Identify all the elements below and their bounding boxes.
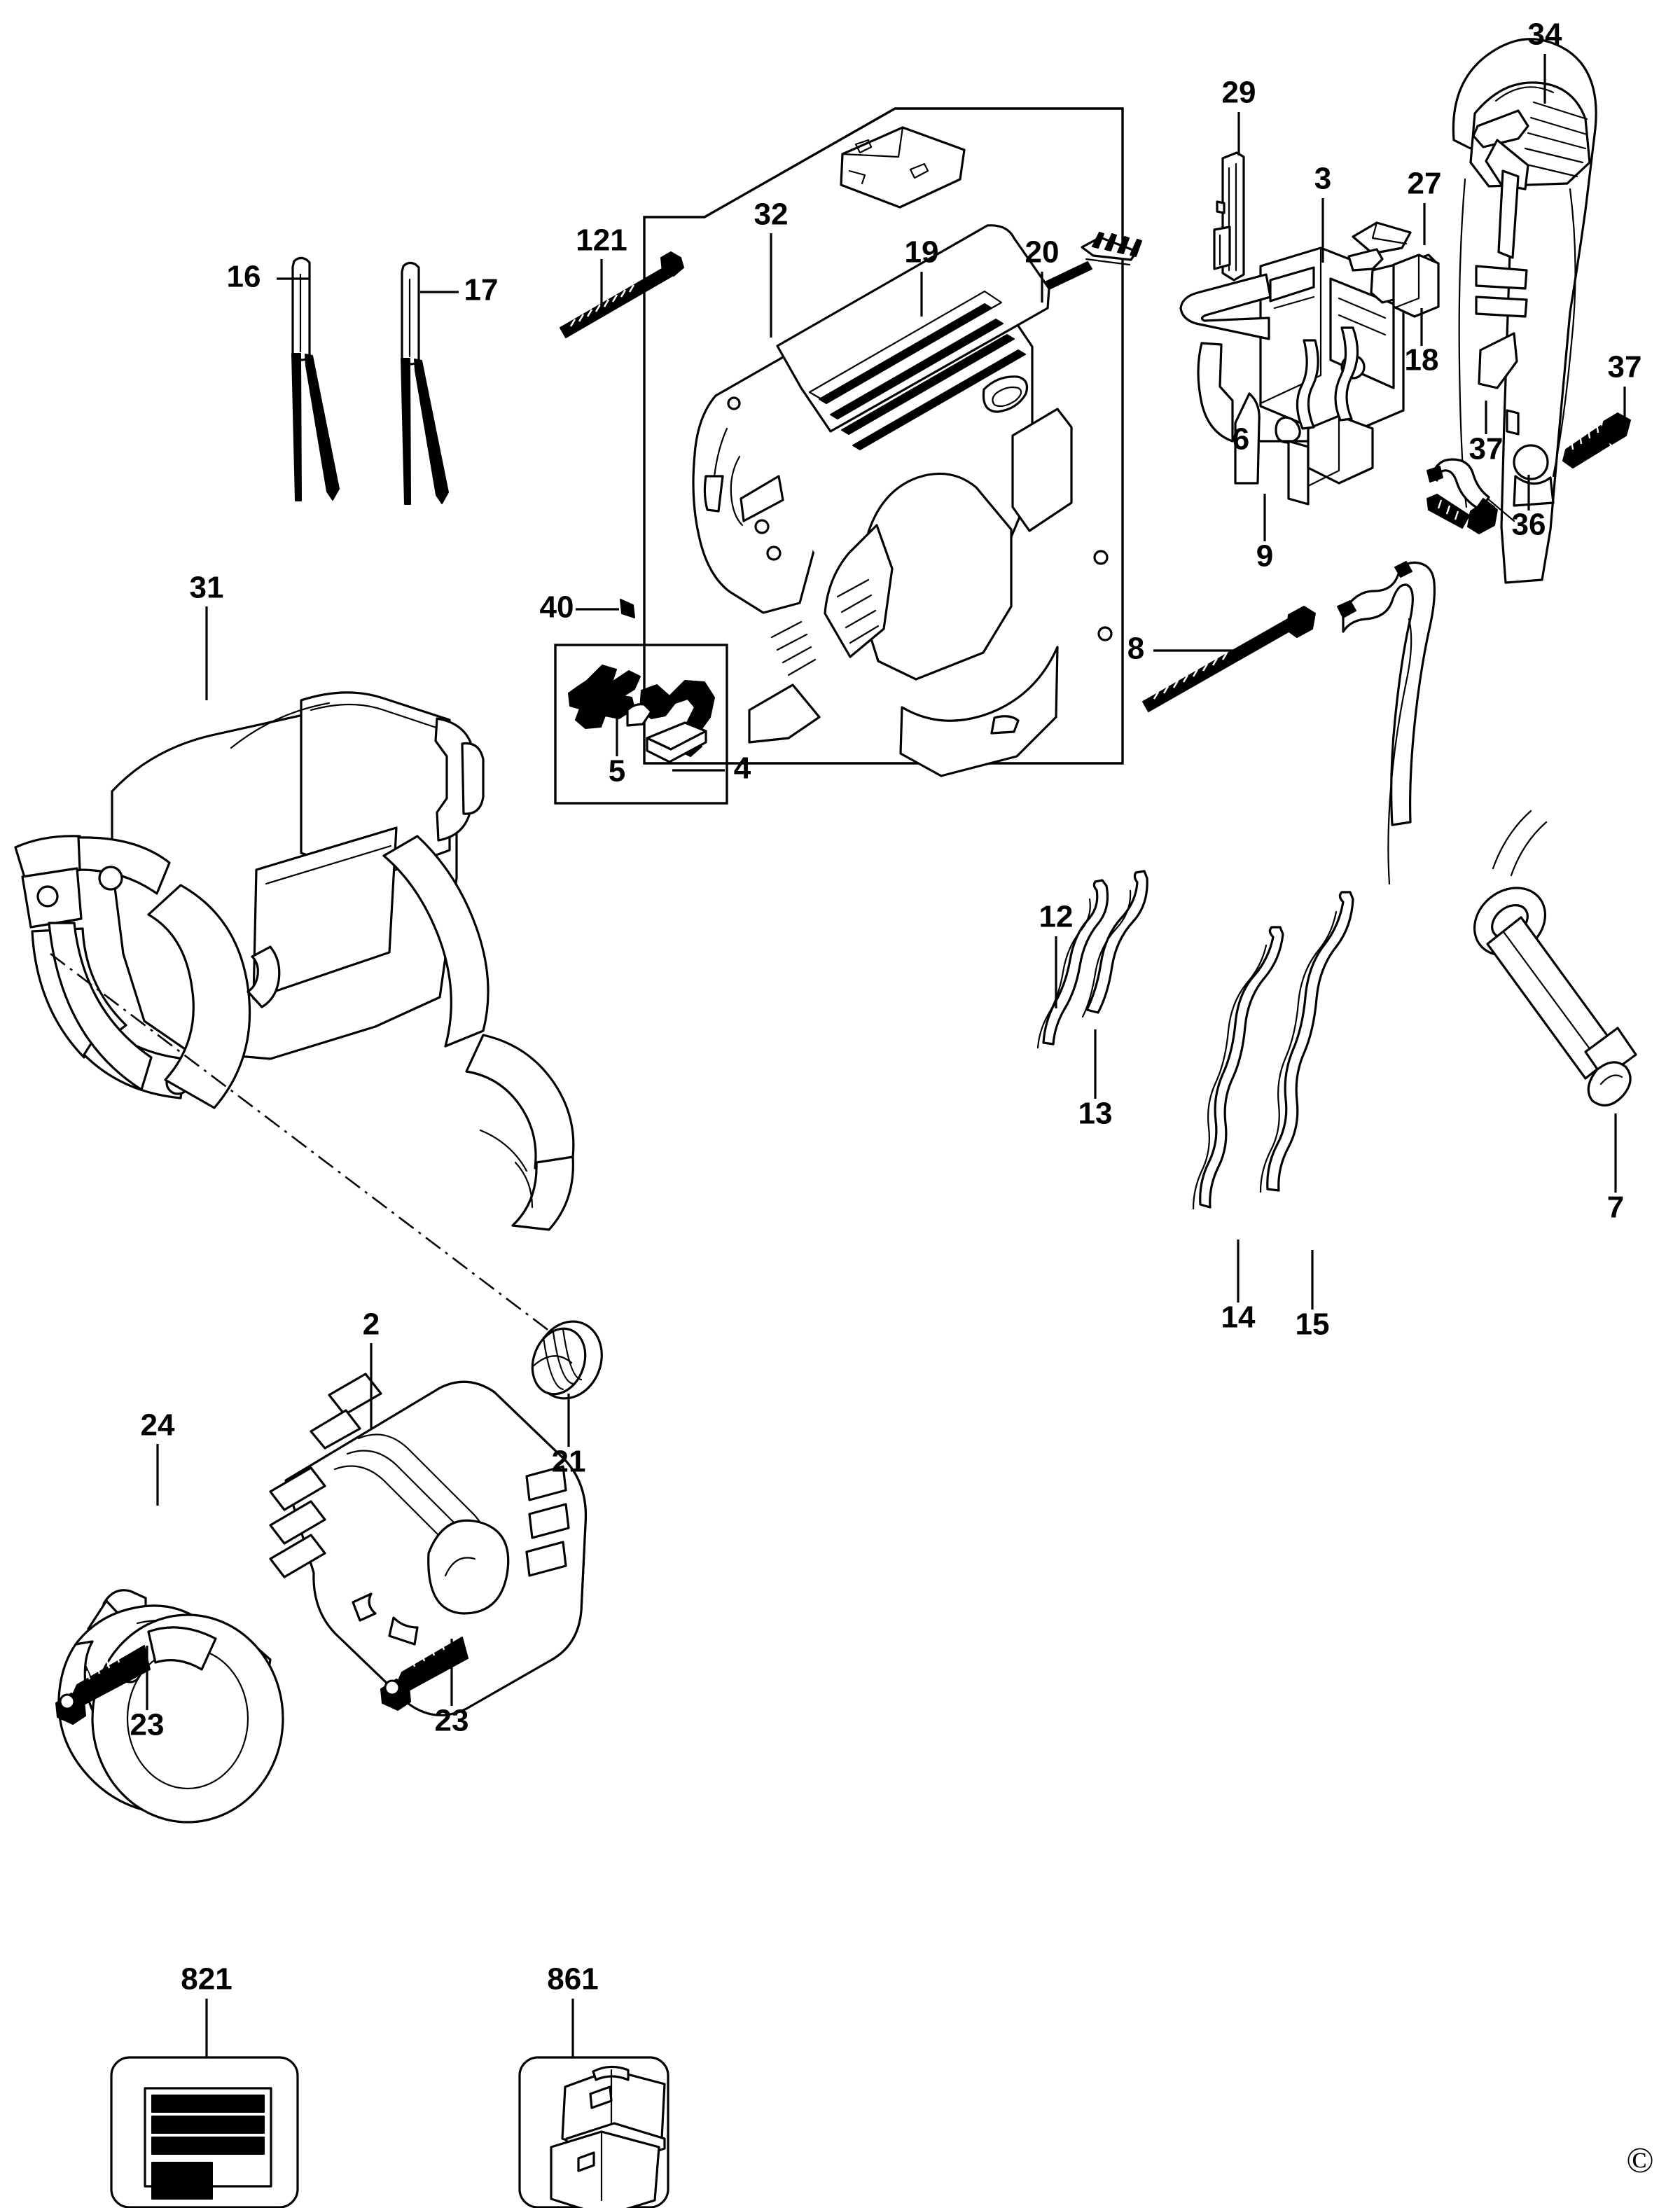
part-slide-rail bbox=[1213, 151, 1245, 282]
callout-31[interactable]: 31 bbox=[190, 571, 224, 605]
callout-32[interactable]: 32 bbox=[754, 197, 789, 232]
part-label-plate-icon bbox=[110, 2056, 299, 2208]
part-carbon-brush-block bbox=[1392, 254, 1440, 318]
part-jumper-wire bbox=[1426, 458, 1495, 518]
callout-29[interactable]: 29 bbox=[1222, 76, 1256, 110]
part-handle-shell bbox=[1452, 38, 1597, 584]
callout-18[interactable]: 18 bbox=[1405, 343, 1439, 377]
part-kit-box-icon bbox=[518, 2056, 669, 2208]
callout-37-lower[interactable]: 37 bbox=[1469, 432, 1504, 466]
copyright-icon: © bbox=[1626, 2141, 1654, 2181]
callout-6[interactable]: 6 bbox=[1233, 422, 1249, 457]
part-long-screw-mid bbox=[1142, 606, 1316, 712]
callout-8[interactable]: 8 bbox=[1127, 632, 1144, 666]
part-housing-kit-box bbox=[643, 107, 1124, 765]
part-brush-set-box bbox=[554, 644, 728, 805]
part-motor-housing bbox=[692, 224, 1113, 777]
callout-17[interactable]: 17 bbox=[464, 273, 499, 307]
part-screw-b bbox=[380, 1637, 468, 1711]
part-brush-set-item bbox=[568, 665, 715, 763]
callout-23-left[interactable]: 23 bbox=[130, 1708, 165, 1742]
callout-37-upper[interactable]: 37 bbox=[1608, 350, 1642, 384]
part-wire-15 bbox=[1259, 891, 1354, 1193]
part-blade-a bbox=[291, 256, 340, 501]
part-wire-12 bbox=[1036, 879, 1109, 1049]
part-screw-a bbox=[55, 1645, 151, 1725]
part-brush-holder bbox=[1296, 326, 1374, 487]
part-long-screw-top bbox=[560, 251, 684, 338]
callout-7[interactable]: 7 bbox=[1607, 1190, 1624, 1225]
part-wire-14 bbox=[1192, 926, 1284, 1210]
part-side-handle bbox=[1473, 810, 1637, 1106]
part-wire-13 bbox=[1081, 870, 1148, 1018]
part-bearing bbox=[531, 1320, 603, 1400]
callout-2[interactable]: 2 bbox=[363, 1307, 380, 1342]
callout-27[interactable]: 27 bbox=[1408, 167, 1442, 201]
callout-4[interactable]: 4 bbox=[734, 751, 751, 786]
callout-13[interactable]: 13 bbox=[1078, 1097, 1113, 1131]
part-field-stator bbox=[269, 1373, 588, 1716]
callout-23-right[interactable]: 23 bbox=[435, 1704, 469, 1738]
callout-9[interactable]: 9 bbox=[1256, 539, 1273, 574]
callout-821[interactable]: 821 bbox=[181, 1962, 232, 1997]
callout-12[interactable]: 12 bbox=[1039, 900, 1074, 934]
callout-19[interactable]: 19 bbox=[905, 235, 939, 270]
part-gear-case bbox=[14, 691, 575, 1231]
callout-40[interactable]: 40 bbox=[540, 590, 574, 625]
callout-34[interactable]: 34 bbox=[1528, 18, 1562, 52]
part-baffle-plate bbox=[57, 1589, 284, 1824]
callout-5[interactable]: 5 bbox=[609, 754, 625, 789]
part-power-cord bbox=[1337, 561, 1436, 885]
callout-14[interactable]: 14 bbox=[1221, 1300, 1256, 1335]
callout-leaders bbox=[146, 54, 1626, 2057]
alignment-centerline bbox=[50, 952, 582, 1356]
part-blade-b bbox=[401, 261, 449, 505]
callout-24[interactable]: 24 bbox=[141, 1408, 175, 1443]
part-switch-lock-cover bbox=[840, 126, 966, 209]
callout-36[interactable]: 36 bbox=[1512, 508, 1546, 542]
callout-3[interactable]: 3 bbox=[1314, 162, 1331, 196]
callout-15[interactable]: 15 bbox=[1296, 1307, 1330, 1342]
callout-16[interactable]: 16 bbox=[227, 260, 261, 294]
callout-121[interactable]: 121 bbox=[576, 223, 627, 258]
callout-861[interactable]: 861 bbox=[547, 1962, 598, 1997]
callout-20[interactable]: 20 bbox=[1025, 235, 1060, 270]
part-small-pin bbox=[620, 599, 635, 618]
part-screw-upper bbox=[1562, 412, 1631, 468]
callout-21[interactable]: 21 bbox=[552, 1445, 586, 1479]
